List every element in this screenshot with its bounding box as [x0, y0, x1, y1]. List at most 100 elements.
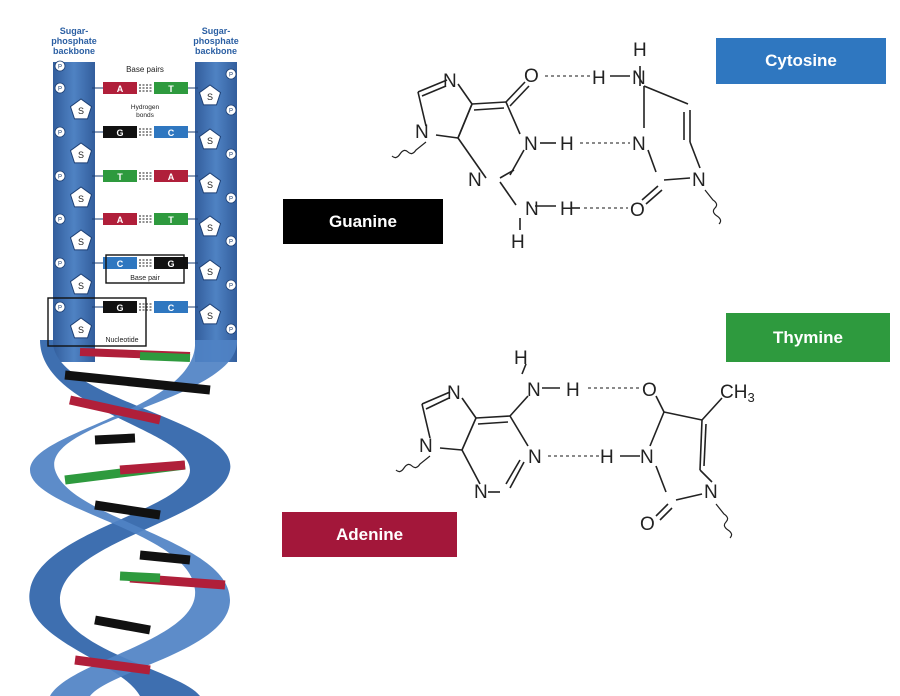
phosphate-label: P [58, 65, 62, 71]
phosphate-circle [54, 301, 66, 313]
atom-o: O [630, 200, 645, 221]
phosphate-label: P [58, 175, 62, 181]
atom-n: N [692, 170, 706, 191]
sugar-label: S [78, 325, 84, 335]
phosphate-label: P [58, 218, 62, 224]
phosphate-label: P [58, 306, 62, 312]
sugar-pentagon [69, 186, 93, 208]
atom-o: O [524, 66, 539, 87]
atom-n: N [704, 482, 718, 503]
base-letter-left: T [117, 172, 123, 182]
phosphate-circle [54, 60, 66, 72]
sugar-pentagon [69, 98, 93, 120]
atom-n: N [415, 122, 429, 143]
sugar-pentagon [198, 259, 222, 281]
atom-h: H [566, 380, 580, 401]
base-block-left [103, 126, 137, 138]
base-letter-right: T [168, 215, 174, 225]
atom-n: N [524, 134, 538, 155]
atom-n: N [640, 447, 654, 468]
adenine-label-text: Adenine [335, 524, 404, 544]
base-pairs-label: Base pairs [126, 65, 164, 74]
atom-n: N [632, 68, 646, 89]
sugar-pentagon [69, 229, 93, 251]
hydrogen-bonds-line2: bonds [136, 112, 154, 119]
phosphate-circle [54, 213, 66, 225]
base-pair-label: Base pair [130, 275, 160, 282]
atom-h: H [560, 134, 574, 155]
phosphate-label: P [58, 87, 62, 93]
phosphate-label: P [229, 240, 233, 246]
base-block-left [103, 301, 137, 313]
atom-h: H [514, 348, 528, 369]
sugar-pentagon [198, 172, 222, 194]
phosphate-circle [225, 104, 237, 116]
base-letter-left: G [116, 128, 123, 138]
guanine-label-text: Guanine [328, 211, 397, 231]
atom-o: O [642, 380, 657, 401]
hydrogen-bonds-line1: Hydrogen [131, 104, 160, 111]
base-letter-right: C [168, 128, 175, 138]
base-letter-left: A [117, 215, 124, 225]
cytosine-label: Cytosine [716, 38, 886, 84]
sugar-label: S [207, 267, 213, 277]
adenine-label: Adenine [282, 512, 457, 557]
base-block-left [103, 82, 137, 94]
atom-n: N [474, 482, 488, 503]
atom-n: N [443, 71, 457, 92]
base-letter-left: C [117, 259, 124, 269]
base-block-left [103, 257, 137, 269]
phosphate-label: P [229, 153, 233, 159]
atom-h: H [560, 199, 574, 220]
base-pair-box [105, 254, 185, 284]
sugar-label: S [207, 136, 213, 146]
phosphate-circle [225, 235, 237, 247]
phosphate-label: P [229, 73, 233, 79]
helix-ribbon [29, 340, 238, 696]
sugar-label: S [78, 194, 84, 204]
atom-n: N [525, 199, 539, 220]
base-block-right [154, 213, 188, 225]
base-letter-left: A [117, 84, 124, 94]
base-letter-right: A [168, 172, 175, 182]
phosphate-circle [54, 82, 66, 94]
phosphate-label: P [229, 284, 233, 290]
sugar-pentagon [198, 84, 222, 106]
phosphate-label: P [229, 197, 233, 203]
sugar-label: S [78, 281, 84, 291]
atom-n: N [527, 380, 541, 401]
atom-n: N [447, 383, 461, 404]
base-block-left [103, 170, 137, 182]
sugar-label: S [207, 180, 213, 190]
at-pair-structure: N N N N N H H O H N N O CH3 [395, 348, 755, 539]
backbone-right-line2: phosphate [193, 36, 239, 46]
base-letter-right: C [168, 303, 175, 313]
backbone-right-line1: Sugar- [202, 26, 231, 36]
base-block-left [103, 213, 137, 225]
sugar-pentagon [198, 215, 222, 237]
phosphate-circle [225, 323, 237, 335]
phosphate-label: P [58, 131, 62, 137]
base-block-right [154, 82, 188, 94]
atom-n: N [528, 447, 542, 468]
atom-h: H [600, 447, 614, 468]
base-block-right [154, 257, 188, 269]
phosphate-circle [225, 148, 237, 160]
base-letter-right: T [168, 84, 174, 94]
phosphate-circle [54, 126, 66, 138]
sugar-label: S [78, 106, 84, 116]
backbone-left-line3: backbone [53, 46, 95, 56]
sugar-label: S [78, 150, 84, 160]
backbone-left-line1: Sugar- [60, 26, 89, 36]
sugar-label: S [207, 311, 213, 321]
phosphate-label: P [229, 109, 233, 115]
thymine-label-text: Thymine [773, 327, 843, 347]
sugar-pentagon [69, 317, 93, 339]
phosphate-circle [54, 257, 66, 269]
atom-h: H [592, 68, 606, 89]
atom-n: N [419, 436, 433, 457]
atom-h: H [511, 232, 525, 253]
sugar-label: S [207, 92, 213, 102]
